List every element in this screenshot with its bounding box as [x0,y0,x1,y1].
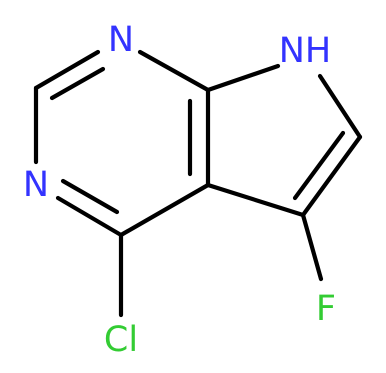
bond-c6-c5 [300,134,363,218]
bond-n-left-c4 [55,195,124,238]
atom-fluorine: F [316,289,336,329]
atom-n-left: N [23,165,49,205]
bond-c4-c4a [118,182,211,238]
atom-nh: NH [279,31,332,71]
bond-n-left-c4-inner [60,178,120,215]
atom-labels: N N NH F Cl [23,20,336,360]
bonds [33,49,363,318]
bond-c6-c5-inner [292,130,346,201]
bond-c5-c4a [205,182,306,218]
bond-c2-n-top [33,49,101,91]
bond-c2-n-top-inner [49,66,106,101]
bond-c5-f [300,212,324,282]
atom-chlorine: Cl [104,320,138,360]
bond-nh-c6 [317,73,363,140]
atom-n-top: N [108,20,134,60]
bond-c7a-nh [205,63,281,93]
bond-n-top-c7a [137,49,211,93]
